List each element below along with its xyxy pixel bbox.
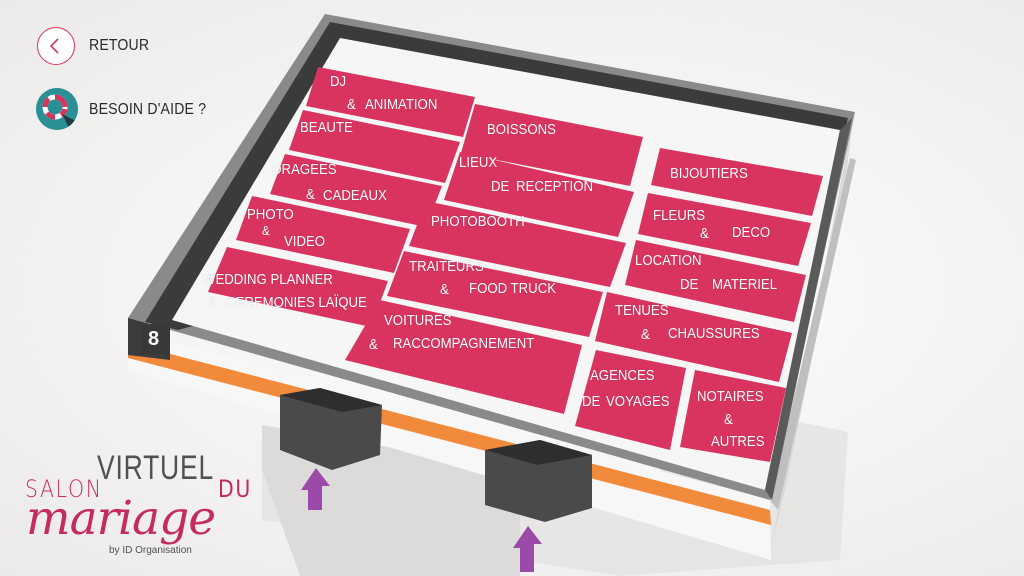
logo-virtuel: VIRTUEL bbox=[97, 449, 214, 487]
building-marker-bg bbox=[141, 324, 170, 354]
salon-virtuel-logo: VIRTUEL SALON DU mariage by ID Organisat… bbox=[25, 447, 265, 567]
zone-boissons[interactable] bbox=[461, 104, 643, 186]
zone-fleurs-deco[interactable] bbox=[638, 193, 811, 266]
zone-location-materiel[interactable] bbox=[625, 240, 806, 322]
zone-notaires-autres[interactable] bbox=[680, 370, 786, 462]
help-label[interactable]: BESOIN D'AIDE ? bbox=[89, 101, 207, 118]
entry-arrow-left bbox=[301, 468, 330, 510]
zone-traiteurs[interactable] bbox=[387, 251, 603, 337]
zone-photo-video[interactable] bbox=[236, 196, 410, 273]
zone-bijoutiers[interactable] bbox=[651, 148, 823, 216]
entrance-sas-right bbox=[485, 440, 592, 522]
zone-wedding-planner[interactable] bbox=[208, 247, 388, 327]
zone-beaute[interactable] bbox=[289, 110, 460, 183]
zone-agences-voyages[interactable] bbox=[575, 350, 686, 450]
side-wall-strip bbox=[770, 158, 856, 510]
back-button[interactable] bbox=[37, 27, 75, 65]
logo-by: by ID Organisation bbox=[109, 545, 192, 556]
building-marker-label: 8 bbox=[148, 328, 160, 350]
chevron-left-icon bbox=[49, 38, 59, 54]
entry-arrow-right bbox=[513, 526, 542, 572]
zone-lieux-reception[interactable] bbox=[444, 152, 634, 237]
zone-tenues-chaussures[interactable] bbox=[595, 292, 792, 382]
facade-orange-band bbox=[128, 343, 771, 525]
logo-salon: SALON bbox=[25, 475, 103, 503]
logo-du: DU bbox=[218, 475, 253, 503]
zone-dragees-cadeaux[interactable] bbox=[270, 154, 442, 227]
logo-mariage: mariage bbox=[26, 491, 216, 546]
zone-photobooth[interactable] bbox=[409, 201, 626, 287]
help-button[interactable] bbox=[36, 88, 78, 130]
right-inner-wall bbox=[765, 118, 852, 500]
lifebuoy-icon bbox=[36, 88, 78, 130]
back-label[interactable]: RETOUR bbox=[89, 37, 150, 54]
zone-voitures[interactable] bbox=[345, 300, 582, 414]
zone-dj-animation[interactable] bbox=[306, 67, 475, 137]
